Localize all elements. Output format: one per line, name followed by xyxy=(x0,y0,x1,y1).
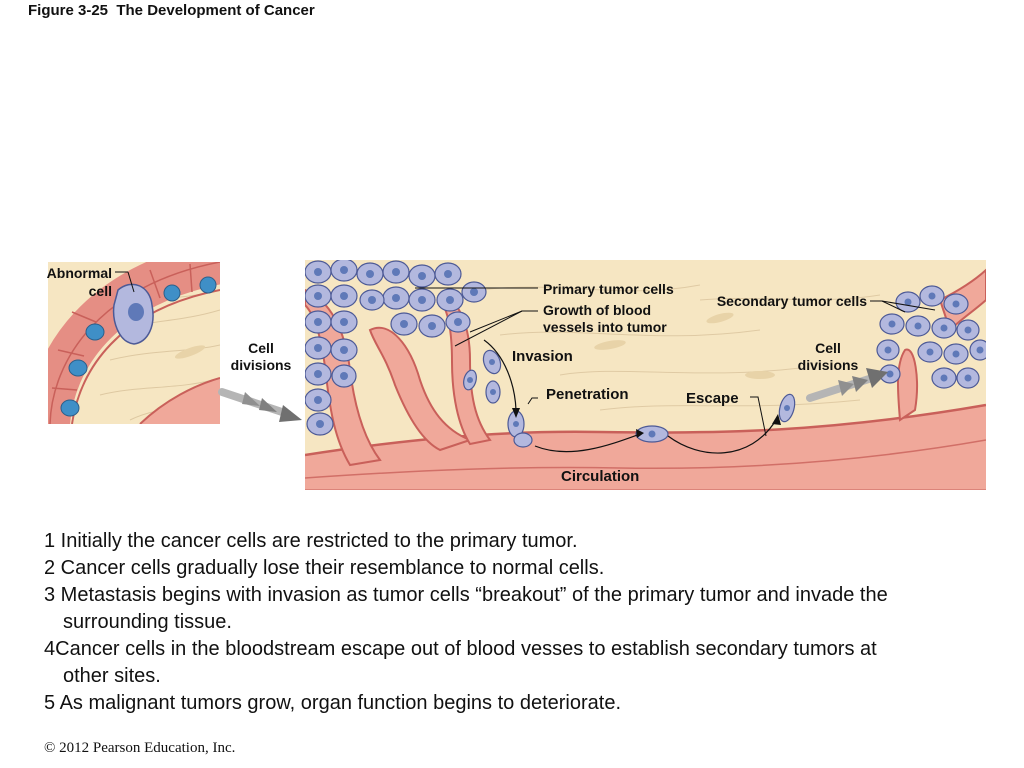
left-panel-normal-tissue xyxy=(48,262,220,424)
key-points-list: 1 Initially the cancer cells are restric… xyxy=(44,528,924,717)
label-growth-vessels-line1: Growth of blood xyxy=(543,302,651,318)
label-invasion: Invasion xyxy=(512,348,573,365)
label-secondary-tumor-cells: Secondary tumor cells xyxy=(717,293,867,309)
key-point-3: 3 Metastasis begins with invasion as tum… xyxy=(44,584,888,633)
label-cell-divisions-left-line1: Cell xyxy=(248,340,274,356)
key-point-2: 2 Cancer cells gradually lose their rese… xyxy=(44,557,605,579)
progression-arrow-right xyxy=(806,368,888,402)
figure-title: Figure 3-25 The Development of Cancer xyxy=(28,2,315,19)
label-cell-divisions-right-line2: divisions xyxy=(798,357,859,373)
key-point-5: 5 As malignant tumors grow, organ functi… xyxy=(44,692,622,714)
copyright-notice: © 2012 Pearson Education, Inc. xyxy=(44,740,236,756)
label-primary-tumor-cells: Primary tumor cells xyxy=(543,281,674,297)
label-cell-divisions-left-line2: divisions xyxy=(231,357,292,373)
primary-tumor-cells xyxy=(305,260,487,436)
label-penetration: Penetration xyxy=(546,386,629,403)
progression-arrow-left xyxy=(218,388,302,422)
label-abnormal-cell-line1: Abnormal xyxy=(47,265,112,281)
key-point-1: 1 Initially the cancer cells are restric… xyxy=(44,530,578,552)
label-abnormal-cell-line2: cell xyxy=(89,283,112,299)
label-growth-vessels-line2: vessels into tumor xyxy=(543,319,667,335)
cancer-development-illustration: Abnormal cell Cell divisions xyxy=(47,260,986,490)
label-cell-divisions-right-line1: Cell xyxy=(815,340,841,356)
key-point-4: 4Cancer cells in the bloodstream escape … xyxy=(44,638,877,687)
label-circulation: Circulation xyxy=(561,468,639,485)
label-escape: Escape xyxy=(686,390,739,407)
